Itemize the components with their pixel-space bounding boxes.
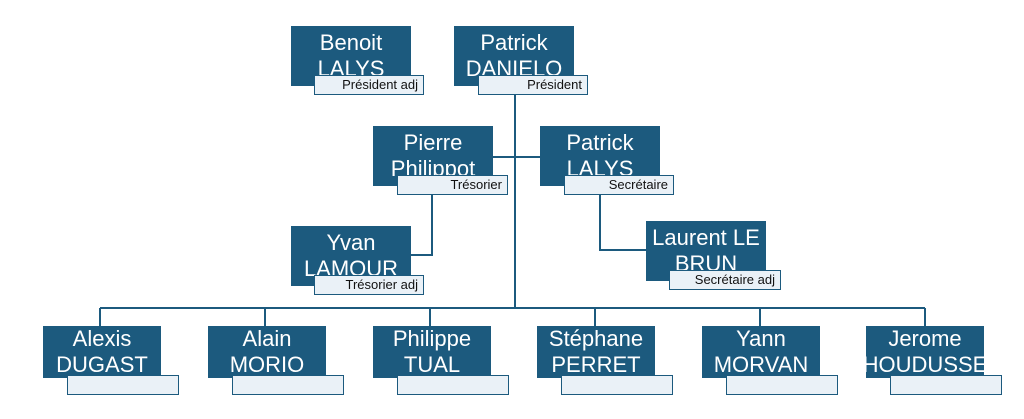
- first-name: Philippe: [392, 326, 472, 351]
- role-label: [397, 375, 509, 395]
- first-name: Patrick: [566, 130, 634, 155]
- last-name: PERRET: [551, 352, 641, 377]
- last-name: MORVAN: [713, 352, 809, 377]
- first-name: Yvan: [326, 230, 376, 255]
- connector-secretaire-adj: [599, 192, 646, 251]
- first-name: Yann: [736, 326, 786, 351]
- role-label: Président: [478, 75, 588, 95]
- name-box: Stéphane PERRET: [537, 326, 655, 378]
- role-label: [890, 375, 1002, 395]
- role-label: Secrétaire: [564, 175, 674, 195]
- name-box: Philippe TUAL: [373, 326, 491, 378]
- role-label: Président adj: [314, 75, 424, 95]
- role-label: Secrétaire adj: [669, 270, 781, 290]
- connector-tresorier-adj: [410, 192, 433, 256]
- first-name: Pierre: [403, 130, 463, 155]
- role-label: [726, 375, 838, 395]
- last-name: HOUDUSSE: [862, 352, 988, 377]
- last-name: DUGAST: [56, 352, 148, 377]
- first-name: Alain: [242, 326, 292, 351]
- role-label: [561, 375, 673, 395]
- name-box: Yann MORVAN: [702, 326, 820, 378]
- role-label: Trésorier: [397, 175, 508, 195]
- role-label: [67, 375, 179, 395]
- role-label: Trésorier adj: [314, 275, 424, 295]
- last-name: MORIO: [229, 352, 305, 377]
- name-box: Jerome HOUDUSSE: [863, 326, 987, 378]
- name-box: Alexis DUGAST: [43, 326, 161, 378]
- first-name: Stéphane: [548, 326, 644, 351]
- first-name: Laurent LE: [652, 225, 760, 250]
- role-label: [232, 375, 344, 395]
- name-box: Alain MORIO: [208, 326, 326, 378]
- first-name: Alexis: [72, 326, 132, 351]
- first-name: Benoit: [319, 30, 383, 55]
- last-name: TUAL: [403, 352, 461, 377]
- first-name: Jerome: [888, 326, 962, 351]
- first-name: Patrick: [480, 30, 548, 55]
